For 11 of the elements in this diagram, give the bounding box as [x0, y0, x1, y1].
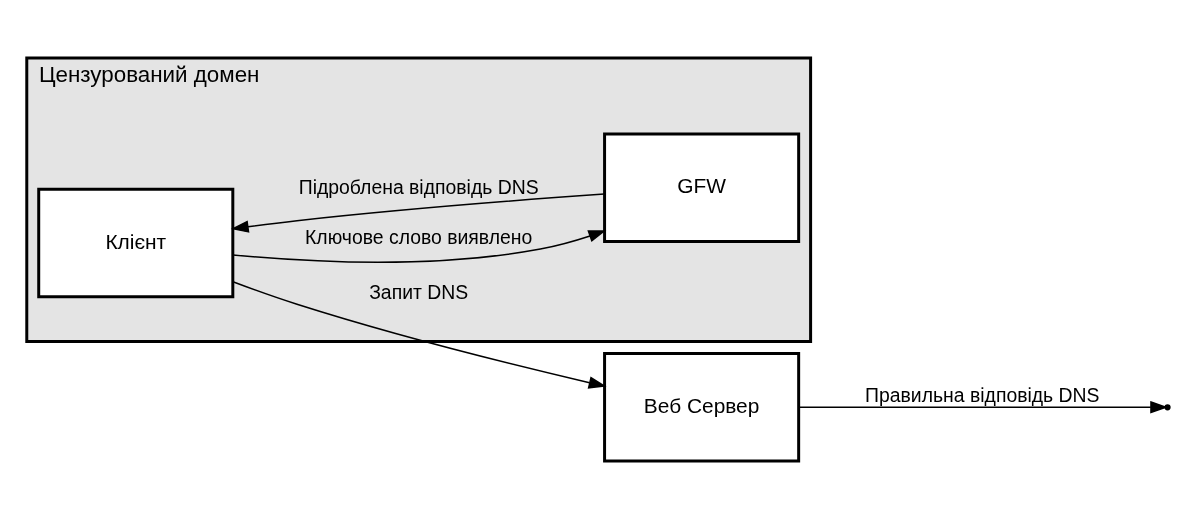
edge-label: Ключове слово виявлено	[305, 225, 533, 248]
edge-label: Правильна відповідь DNS	[865, 383, 1100, 406]
edge-label: Підроблена відповідь DNS	[298, 176, 539, 199]
node-box: Клієнт	[37, 187, 235, 299]
arrow	[230, 193, 605, 233]
arrow	[232, 230, 607, 263]
edge-label: Запит DNS	[369, 280, 469, 303]
arrow	[232, 281, 607, 389]
node-box: GFW	[603, 132, 801, 244]
arrow	[798, 401, 1169, 414]
node-box: Веб Сервер	[603, 352, 801, 463]
